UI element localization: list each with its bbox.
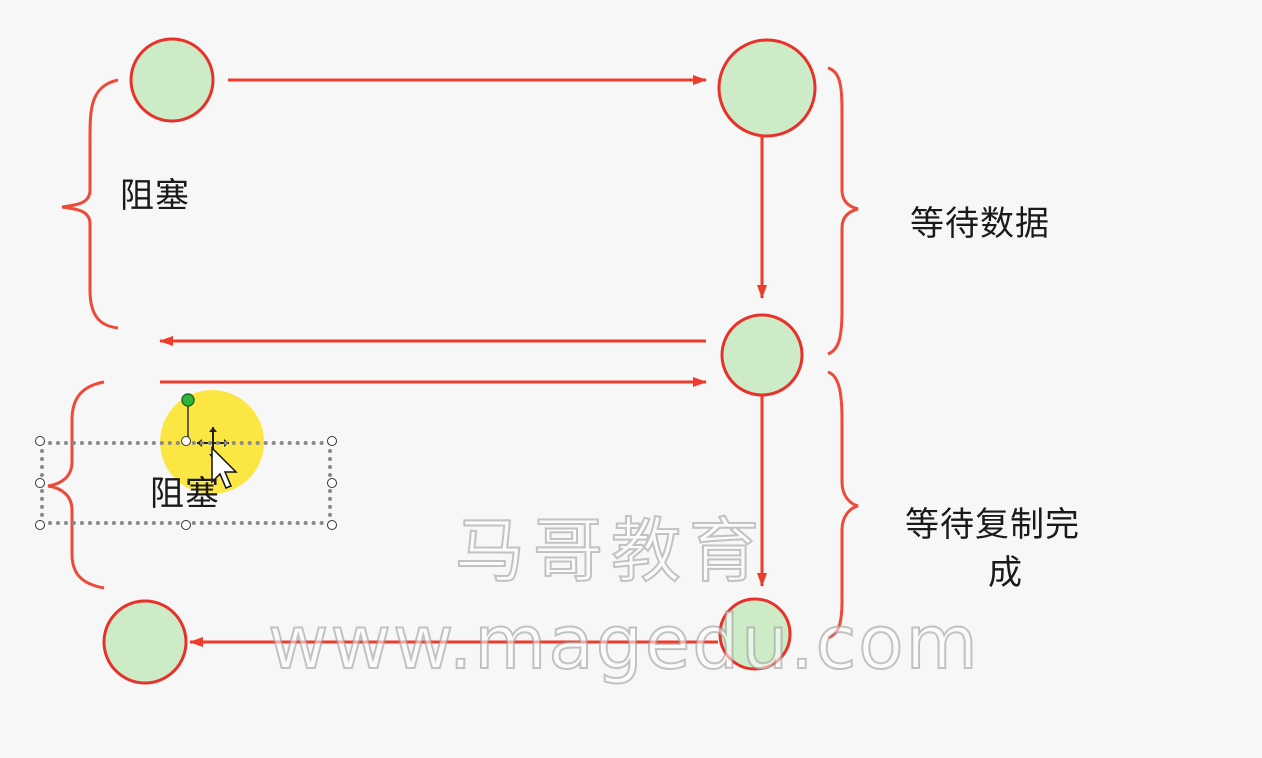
node-top-right xyxy=(717,38,817,138)
watermark-url: www.magedu.com xyxy=(267,599,980,687)
rotate-handle[interactable] xyxy=(181,393,195,407)
resize-handle-bottom-middle[interactable] xyxy=(181,520,191,530)
node-top-left xyxy=(129,37,215,123)
resize-handle-middle-right[interactable] xyxy=(327,478,337,488)
pointer-cursor-icon xyxy=(211,446,238,489)
brace-wait-copy xyxy=(827,370,859,640)
resize-handle-top-middle[interactable] xyxy=(181,436,191,446)
label-block-bottom[interactable]: 阻塞 xyxy=(150,474,220,514)
brace-wait-data xyxy=(827,66,859,356)
node-middle-right xyxy=(720,313,804,397)
label-wait-copy-line2: 成 xyxy=(988,553,1023,593)
node-bottom-right xyxy=(718,597,792,671)
brace-block-bottom xyxy=(47,380,105,590)
label-wait-copy-line1: 等待复制完 xyxy=(905,505,1080,545)
label-wait-data: 等待数据 xyxy=(910,204,1050,244)
resize-handle-top-left[interactable] xyxy=(35,436,45,446)
resize-handle-bottom-right[interactable] xyxy=(327,520,337,530)
resize-handle-middle-left[interactable] xyxy=(35,478,45,488)
node-bottom-left xyxy=(102,599,188,685)
resize-handle-top-right[interactable] xyxy=(327,436,337,446)
label-block-top: 阻塞 xyxy=(120,176,190,216)
brace-block-top xyxy=(61,78,119,330)
resize-handle-bottom-left[interactable] xyxy=(35,520,45,530)
watermark-brand: 马哥教育 xyxy=(454,509,767,593)
